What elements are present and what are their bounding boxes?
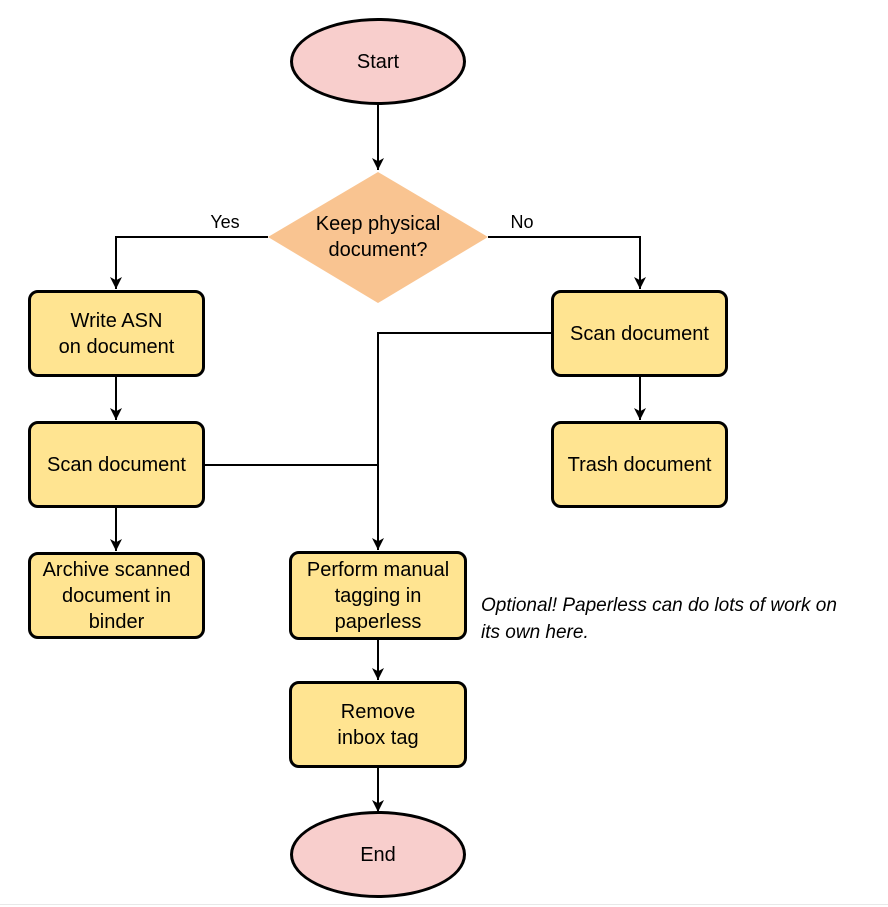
decision-diamond-shape xyxy=(268,172,488,303)
edge-label-yes: Yes xyxy=(210,212,240,232)
optional-note-text: Optional! Paperless can do lots of work … xyxy=(481,595,837,643)
process-manual-tagging: Perform manual tagging in paperless xyxy=(289,551,467,640)
start-node: Start xyxy=(290,18,466,105)
process-write-asn: Write ASN on document xyxy=(28,290,205,377)
process-remove-inbox-tag: Remove inbox tag xyxy=(289,681,467,768)
process-scan-document-right-label: Scan document xyxy=(570,322,709,345)
bottom-divider xyxy=(0,904,888,905)
connector-group xyxy=(110,105,646,812)
process-scan-document-right: Scan document xyxy=(551,290,728,377)
process-remove-inbox-tag-label: Remove inbox tag xyxy=(337,700,419,749)
process-archive-document-label: Archive scanned document in binder xyxy=(42,558,191,633)
process-trash-document: Trash document xyxy=(551,421,728,508)
process-scan-document-left: Scan document xyxy=(28,421,205,508)
end-node: End xyxy=(290,811,466,898)
edge-scanright-to-tagging xyxy=(372,332,551,550)
process-manual-tagging-label: Perform manual tagging in paperless xyxy=(306,558,450,633)
edge-decision-no xyxy=(488,236,646,289)
end-node-label: End xyxy=(360,843,396,866)
decision-node-label: Keep physical document? xyxy=(315,213,441,261)
process-trash-document-label: Trash document xyxy=(567,453,712,476)
edge-decision-yes xyxy=(110,236,268,289)
process-archive-document: Archive scanned document in binder xyxy=(28,552,205,639)
edge-label-no: No xyxy=(510,212,534,232)
process-scan-document-left-label: Scan document xyxy=(47,453,186,476)
start-node-label: Start xyxy=(356,50,400,73)
process-write-asn-label: Write ASN on document xyxy=(58,309,175,358)
